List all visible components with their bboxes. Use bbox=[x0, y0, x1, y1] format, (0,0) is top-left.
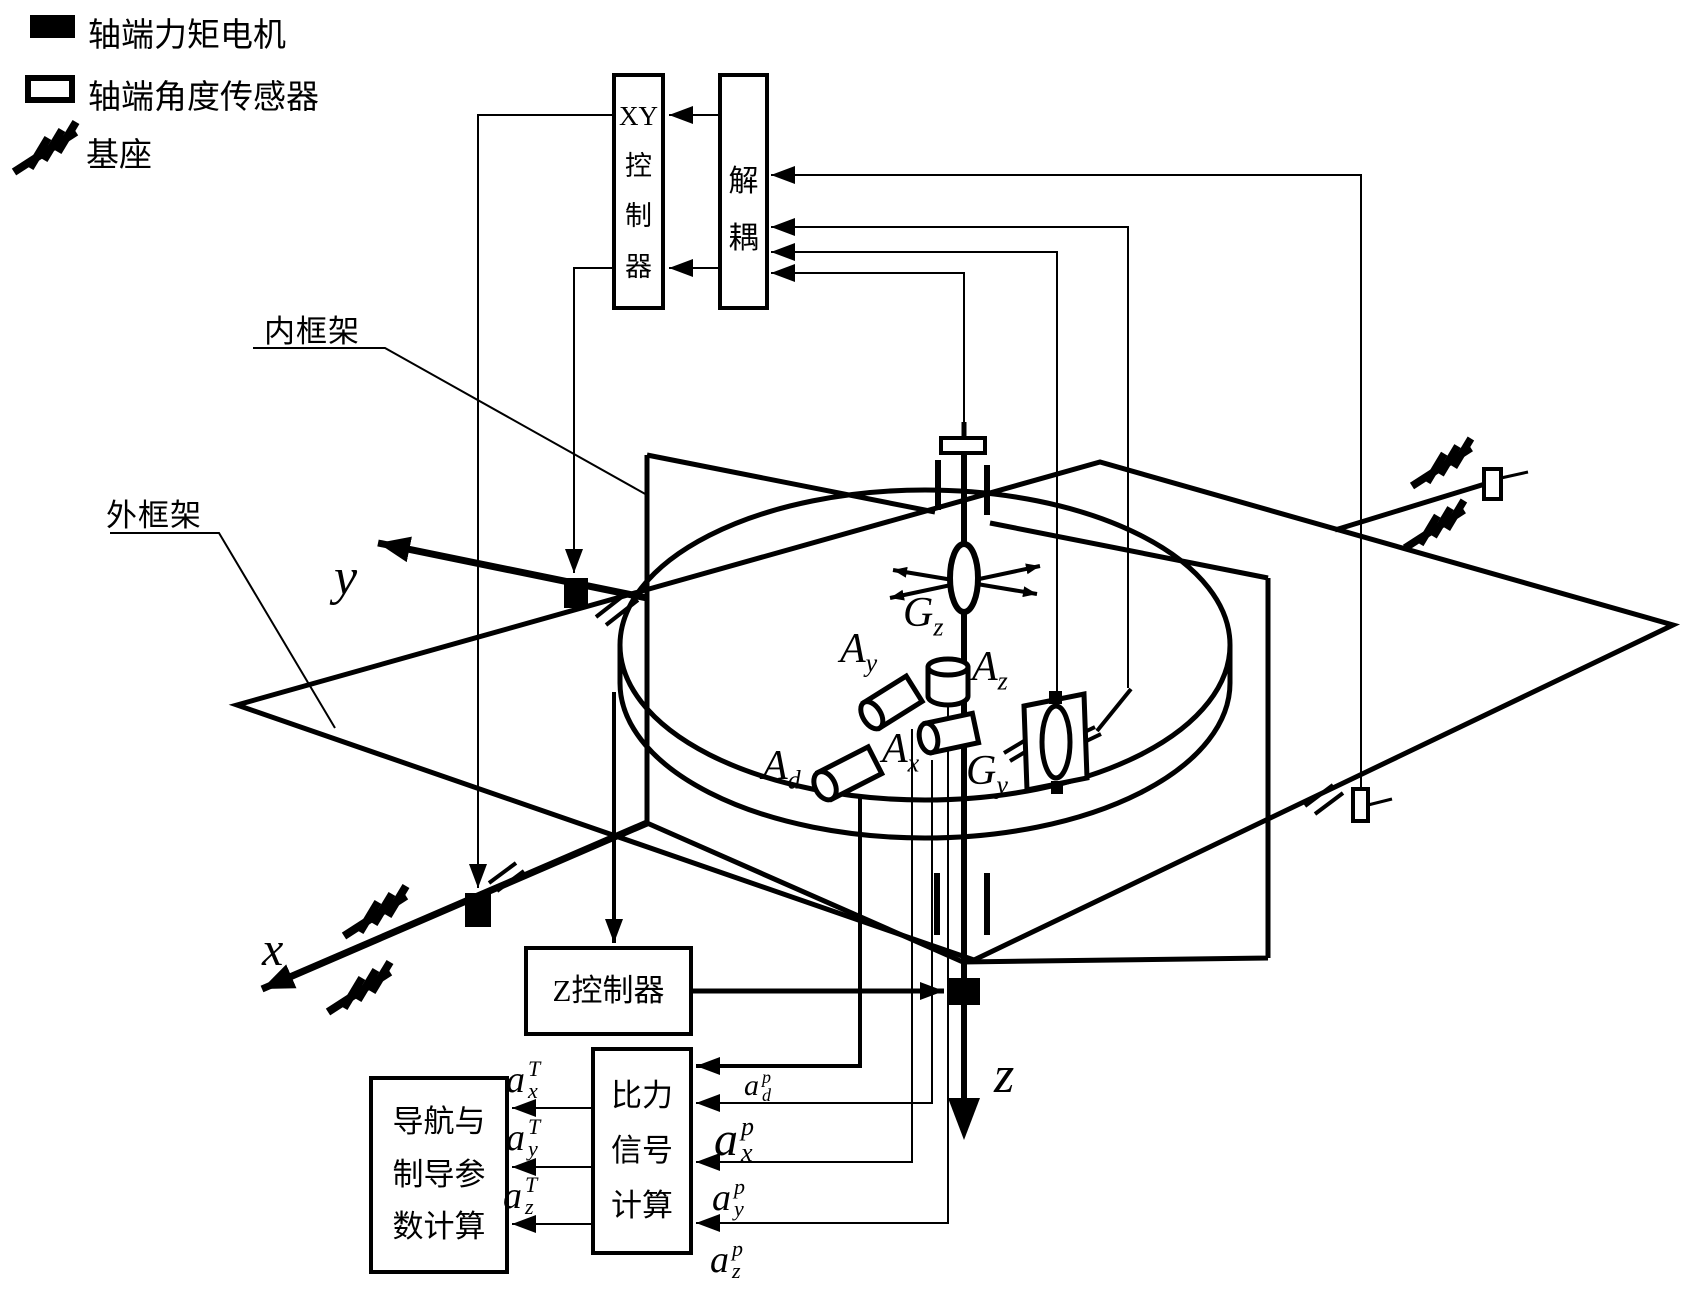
y-axis bbox=[377, 470, 1529, 627]
ax-label: Ax bbox=[882, 726, 920, 778]
gz-gyro bbox=[889, 541, 1041, 615]
legend-symbols bbox=[14, 15, 76, 172]
wire-x-sensor-to-decoupler bbox=[771, 166, 1362, 789]
ad-label: Ad bbox=[762, 743, 801, 795]
leader-lines bbox=[110, 347, 648, 729]
angle-sensors bbox=[939, 436, 1503, 823]
z-controller-block bbox=[524, 946, 693, 1036]
ay-label: Ay bbox=[840, 626, 878, 678]
az-accelerometer bbox=[925, 656, 971, 708]
wire-z-sensor-to-decoupler bbox=[771, 264, 965, 422]
legend-item-motor: 轴端力矩电机 bbox=[88, 18, 286, 54]
gz-label: Gz bbox=[903, 590, 944, 642]
x-angle-sensor bbox=[1351, 787, 1370, 823]
az-label: Az bbox=[972, 644, 1008, 696]
z-torque-motor bbox=[948, 978, 980, 1005]
force-calc-block bbox=[591, 1047, 693, 1255]
y-sensor-stub bbox=[1500, 470, 1529, 480]
wire-xy-to-x-motor bbox=[469, 114, 614, 888]
base-hatch-swatch bbox=[14, 122, 76, 172]
xy-controller-block bbox=[612, 73, 665, 310]
y-axis-line bbox=[377, 536, 648, 602]
y-right-shaft bbox=[1334, 481, 1486, 533]
angle-sensor-swatch bbox=[25, 75, 75, 103]
wires bbox=[469, 106, 1362, 1233]
wire-ad-to-force-calc bbox=[696, 798, 862, 1075]
ad-accelerometer bbox=[811, 743, 886, 803]
outer-frame-leader bbox=[110, 532, 336, 729]
inner-frame bbox=[644, 452, 1271, 965]
z-shaft-ticks bbox=[934, 873, 990, 935]
ay-accelerometer bbox=[858, 672, 926, 732]
wire-xy-to-y-motor bbox=[565, 267, 614, 573]
x-axis-line bbox=[260, 819, 649, 993]
block-rects bbox=[369, 73, 769, 1274]
x-torque-motor bbox=[465, 893, 491, 927]
gy-shaft bbox=[1095, 687, 1133, 733]
wire-ax-to-force-calc bbox=[696, 760, 933, 1112]
y-torque-motor bbox=[564, 578, 588, 608]
torque-motors bbox=[465, 578, 980, 1005]
y-shaft-hash bbox=[594, 590, 640, 627]
inner-frame-leader bbox=[253, 347, 648, 496]
x-sensor-stub bbox=[1367, 797, 1393, 807]
z-arrowhead bbox=[948, 1098, 980, 1140]
inner-frame-label: 内框架 bbox=[264, 314, 360, 349]
ax-accelerometer bbox=[916, 710, 982, 756]
nav-calc-label: 导航与 制导参 数计算 bbox=[392, 1104, 486, 1245]
decoupler-block bbox=[718, 73, 769, 310]
y-angle-sensor bbox=[1482, 467, 1503, 501]
x-shaft-hash-right bbox=[1303, 783, 1345, 816]
force-calc-label: 比力 信号 计算 bbox=[611, 1077, 673, 1223]
z-axis-label: z bbox=[994, 1047, 1015, 1104]
platform-disc bbox=[617, 487, 1233, 841]
gy-gyro bbox=[1002, 687, 1133, 794]
outer-frame bbox=[228, 459, 1681, 963]
wire-gy-shaft-to-decoupler bbox=[771, 218, 1129, 688]
z-angle-sensor bbox=[939, 436, 987, 455]
x-shaft-hash-left bbox=[487, 861, 526, 893]
z-controller-label: Z控制器 bbox=[552, 972, 665, 1008]
outer-frame-label: 外框架 bbox=[106, 498, 202, 533]
gy-label: Gy bbox=[966, 748, 1008, 800]
x-axis-label: x bbox=[262, 923, 284, 976]
wire-gy-to-decoupler bbox=[771, 243, 1058, 693]
legend-item-sensor: 轴端角度传感器 bbox=[88, 80, 319, 116]
y-base-hatch-upper bbox=[1412, 439, 1471, 487]
wire-az-to-force-calc bbox=[696, 705, 949, 1232]
wire-ay-to-force-calc bbox=[696, 729, 913, 1171]
xy-controller-label: XY 控 制 器 bbox=[619, 100, 658, 282]
x-base-hatch-lower bbox=[328, 962, 390, 1012]
x-axis bbox=[260, 783, 1393, 993]
torque-motor-swatch bbox=[30, 15, 75, 38]
nav-calc-block bbox=[369, 1076, 509, 1274]
decoupler-label: 解 耦 bbox=[728, 164, 759, 255]
legend-item-base: 基座 bbox=[86, 138, 152, 174]
y-axis-label: y bbox=[334, 549, 358, 606]
